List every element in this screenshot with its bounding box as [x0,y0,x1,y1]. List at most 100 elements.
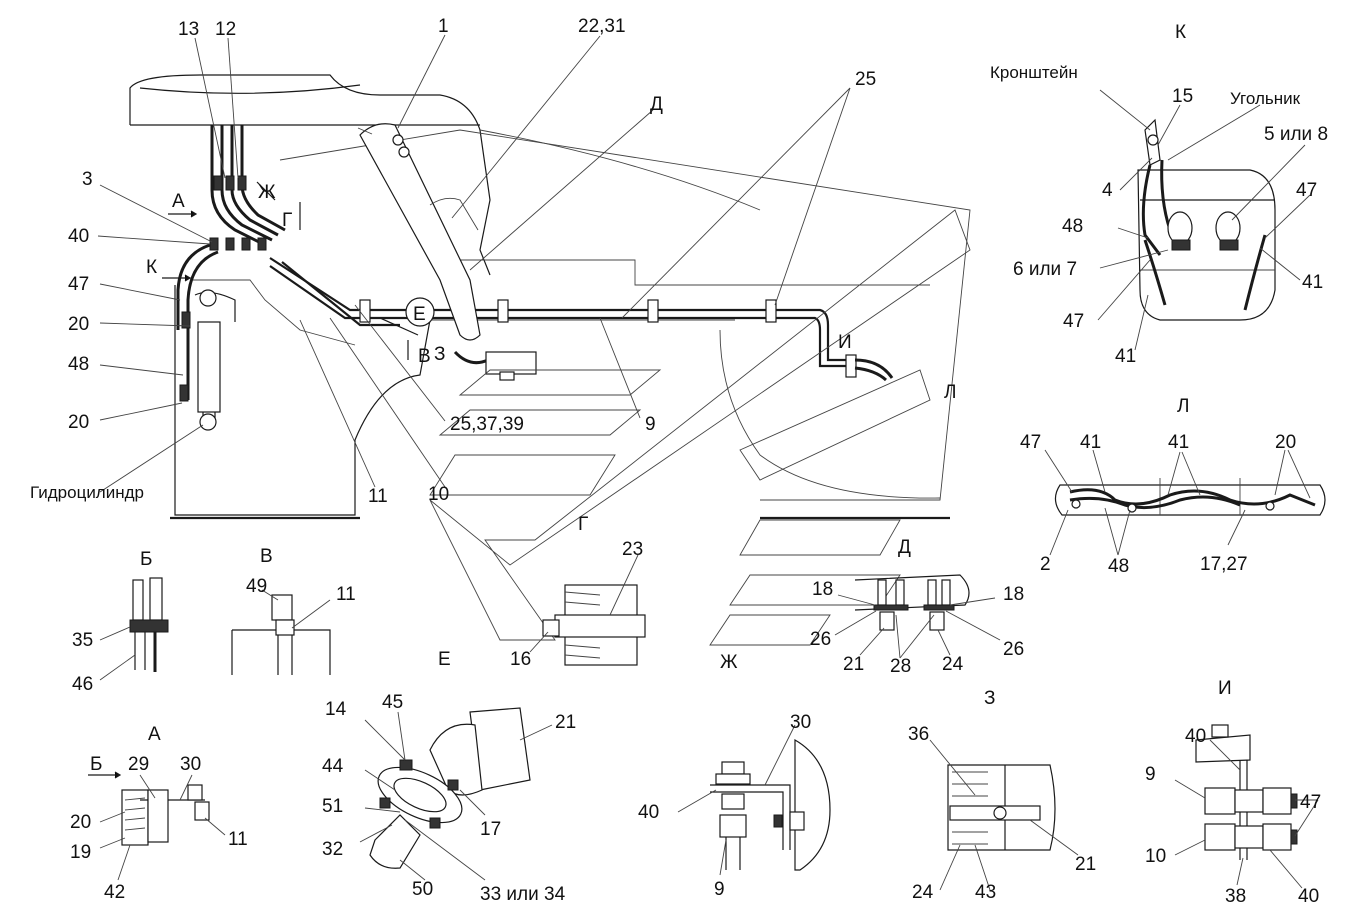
view-zh-label-30: 30 [790,712,811,733]
view-k-label-47-right: 47 [1296,180,1317,201]
view-g-label-23: 23 [622,539,643,560]
view-z-label-36: 36 [908,724,929,745]
callout-20-upper: 20 [68,314,89,335]
view-l-label-47: 47 [1020,432,1041,453]
view-a-label-20: 20 [70,812,91,833]
view-d-label-28: 28 [890,656,911,677]
view-d-label-18-left: 18 [812,579,833,600]
callout-25: 25 [855,69,876,90]
callout-3: 3 [82,169,93,190]
view-l-label-41-mid: 41 [1168,432,1189,453]
view-z-label-43: 43 [975,882,996,903]
view-i-label-47: 47 [1300,792,1321,813]
view-zh-detail: 30 40 9 [638,712,831,900]
view-a: А Б 29 30 20 19 11 42 [70,724,248,903]
view-i-label-40-bottom: 40 [1298,886,1319,907]
callout-d: Д [650,94,663,115]
main-view [97,34,971,520]
view-e-label-51: 51 [322,796,343,817]
view-k: К Кронштейн 15 Угольник 5 или 8 4 47 48 … [990,22,1328,367]
callout-9: 9 [645,414,656,435]
view-a-label-30: 30 [180,754,201,775]
view-b-label-35: 35 [72,630,93,651]
callout-a: А [172,191,185,212]
view-z-title: З [984,688,995,709]
callout-20-lower: 20 [68,412,89,433]
callout-zh: Ж [258,182,276,203]
view-a-label-b: Б [90,754,102,775]
callout-47: 47 [68,274,89,295]
view-a-label-11: 11 [228,829,248,850]
view-v-label-11: 11 [336,584,356,605]
view-k-label-4: 4 [1102,180,1113,201]
view-v-label-49: 49 [246,576,267,597]
view-k-label-47-left: 47 [1063,311,1084,332]
callout-v: В [418,346,431,367]
callout-e: Е [413,304,426,325]
view-i-title: И [1218,678,1232,699]
view-e-label-50: 50 [412,879,433,900]
callout-i: И [838,332,852,353]
view-k-label-48: 48 [1062,216,1083,237]
view-i-label-38: 38 [1225,886,1246,907]
view-d: Д 18 18 26 21 28 24 26 [810,537,1024,677]
callout-hydraulic-cylinder: Гидроцилиндр [30,483,144,502]
view-d-title: Д [898,537,911,558]
view-z-label-24: 24 [912,882,934,903]
view-l-label-48: 48 [1108,556,1129,577]
view-v: В 49 11 [231,546,356,675]
view-a-label-29: 29 [128,754,149,775]
view-l-label-2: 2 [1040,554,1051,575]
view-g: Г 23 16 Ж [510,514,738,673]
view-g-label-16: 16 [510,649,531,670]
view-k-label-5-or-8: 5 или 8 [1264,124,1328,145]
view-b-title: Б [140,549,152,570]
view-z: З 36 21 24 43 [908,688,1096,903]
view-l-title: Л [1177,396,1189,417]
callout-k: К [146,257,157,278]
view-d-label-26-right: 26 [1003,639,1024,660]
callout-48: 48 [68,354,89,375]
view-zh-title: Ж [720,652,738,673]
view-g-title: Г [578,514,588,535]
view-e: Е 14 45 21 44 17 51 32 33 или 34 50 [322,649,576,905]
callout-12: 12 [215,19,236,40]
view-i-label-9: 9 [1145,764,1156,785]
view-l: Л 47 41 41 20 2 48 17,27 [1020,396,1326,577]
callout-22-31: 22,31 [578,16,626,37]
view-a-label-19: 19 [70,842,91,863]
view-k-title: К [1175,22,1186,43]
view-b: Б 35 46 [72,549,169,695]
view-d-label-21: 21 [843,654,864,675]
callout-g: Г [282,210,292,231]
view-e-title: Е [438,649,451,670]
callout-z: З [434,344,445,365]
view-i-label-10: 10 [1145,846,1166,867]
view-e-label-32: 32 [322,839,343,860]
view-l-label-17-27: 17,27 [1200,554,1248,575]
view-d-label-24: 24 [942,654,964,675]
callout-1: 1 [438,16,449,37]
view-d-label-26-left: 26 [810,629,831,650]
view-l-label-41-left: 41 [1080,432,1101,453]
view-e-label-14: 14 [325,699,347,720]
view-l-label-20: 20 [1275,432,1296,453]
view-k-label-41-right: 41 [1302,272,1323,293]
view-k-label-6-or-7: 6 или 7 [1013,259,1077,280]
view-k-label-bracket: Кронштейн [990,63,1078,82]
view-k-label-41-bottom: 41 [1115,346,1136,367]
view-zh-label-40: 40 [638,802,659,823]
view-k-label-elbow: Угольник [1230,89,1301,108]
callout-40: 40 [68,226,89,247]
callout-25-37-39: 25,37,39 [450,414,524,435]
view-zh-label-9: 9 [714,879,725,900]
callout-l: Л [944,382,956,403]
view-z-label-21: 21 [1075,854,1096,875]
view-b-label-46: 46 [72,674,93,695]
view-a-label-42: 42 [104,882,125,903]
callout-13: 13 [178,19,199,40]
view-e-label-21: 21 [555,712,576,733]
main-view-labels: 1 22,31 13 12 Д 25 3 А Ж Г 40 К 47 20 48… [30,16,956,507]
view-e-label-33-or-34: 33 или 34 [480,884,566,905]
